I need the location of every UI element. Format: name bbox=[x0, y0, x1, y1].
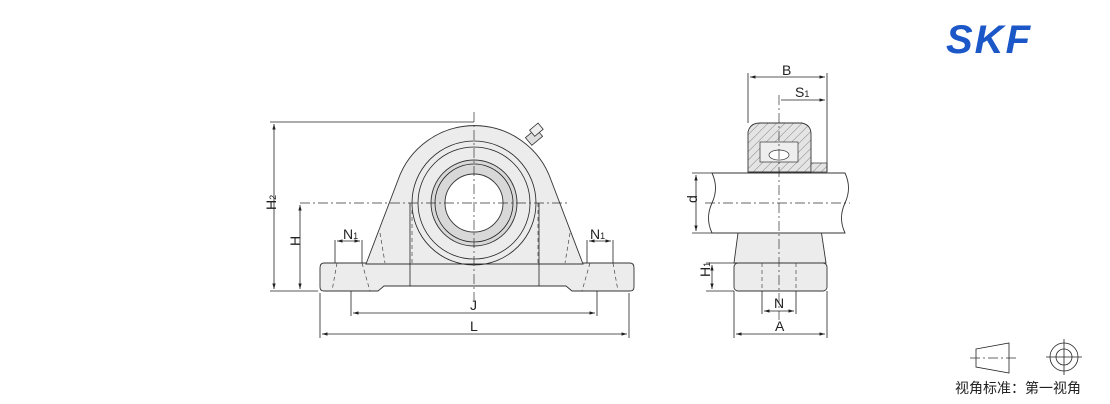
dim-n1-left-label: N1 bbox=[343, 226, 358, 242]
housing-base bbox=[319, 262, 635, 292]
dim-h1-label: H1 bbox=[697, 262, 713, 277]
dim-n1-right-label: N1 bbox=[590, 226, 605, 242]
pedestal-base bbox=[733, 262, 828, 292]
front-view: H2 H N1 N1 J L bbox=[263, 112, 635, 338]
side-view: B S1 d H1 N A bbox=[684, 62, 850, 338]
dim-h2-label: H2 bbox=[263, 195, 279, 210]
skf-logo: SKF bbox=[946, 18, 1032, 62]
dim-a-label: A bbox=[775, 318, 785, 334]
dim-l-label: L bbox=[470, 318, 478, 334]
dim-s1-label: S1 bbox=[795, 84, 809, 100]
dim-n-label: N bbox=[774, 295, 784, 311]
dim-j-label: J bbox=[470, 297, 477, 313]
grease-nipple-icon bbox=[524, 122, 544, 146]
projection-caption: 视角标准：第一视角 bbox=[955, 381, 1081, 397]
dim-h-label: H bbox=[287, 236, 303, 246]
dim-b-label: B bbox=[782, 62, 791, 78]
first-angle-projection-icon bbox=[970, 339, 1082, 375]
dim-d-label: d bbox=[684, 195, 700, 203]
